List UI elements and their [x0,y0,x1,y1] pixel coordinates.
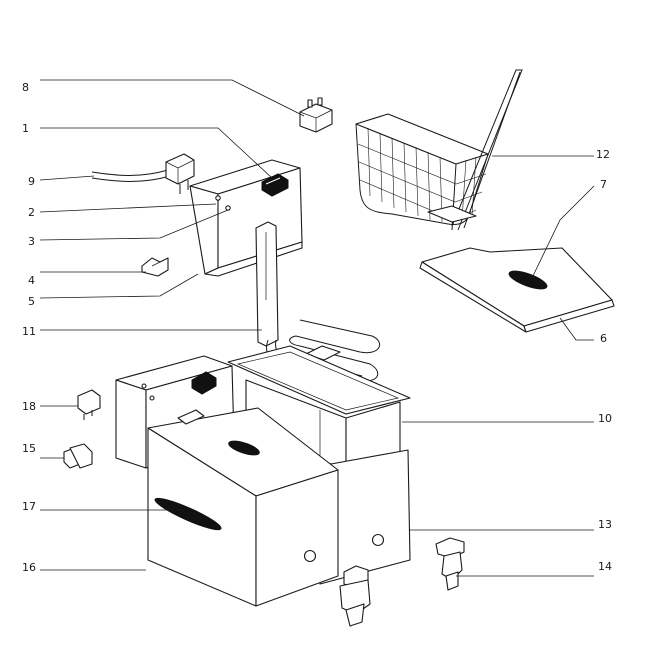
part-1-knob [261,173,289,197]
label-14: 14 [598,560,612,573]
label-13: 13 [598,518,612,531]
part-12-basket [355,69,523,231]
part-8-switch [299,97,333,133]
part-2-lamp [215,195,221,201]
label-3: 3 [28,235,35,248]
part-4-clip [141,257,169,277]
label-2: 2 [28,206,35,219]
label-11: 11 [22,325,36,338]
label-4: 4 [28,274,35,287]
label-7: 7 [600,178,607,191]
part-3-lamp [225,205,231,211]
label-17: 17 [22,500,36,513]
part-14-drain-tap [435,537,465,591]
control-box-rear [189,159,303,277]
part-6-lid [419,247,615,333]
part-16-front-unit [147,407,339,607]
leader-lines [39,79,595,577]
label-5: 5 [28,295,35,308]
part-10-inner-tank [227,345,411,471]
part-7-lid-handle [508,270,548,290]
part-15-knob [63,443,93,469]
label-8: 8 [22,81,29,94]
drain-valve-front [339,565,371,627]
label-12: 12 [596,148,610,161]
label-16: 16 [22,561,36,574]
part-9-power-cord [91,153,195,194]
part-17-handle-slot [154,497,222,531]
label-6: 6 [600,332,607,345]
label-1: 1 [22,122,29,135]
label-9: 9 [28,175,35,188]
part-18-switch [77,389,101,420]
label-10: 10 [598,412,612,425]
label-15: 15 [22,442,36,455]
label-18: 18 [22,400,36,413]
